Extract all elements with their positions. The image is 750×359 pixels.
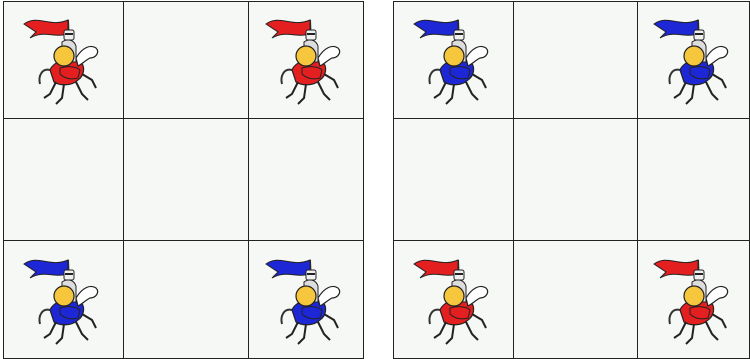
square-left-r3-c3[interactable]: [249, 241, 363, 358]
red-knight-icon[interactable]: [20, 8, 110, 108]
square-right-r1-c3[interactable]: [638, 2, 749, 119]
square-right-r1-c2[interactable]: [514, 2, 638, 119]
square-left-r3-c1[interactable]: [4, 241, 124, 358]
board-right: [393, 1, 750, 359]
red-knight-icon[interactable]: [262, 8, 352, 108]
board-left: [3, 1, 364, 359]
red-knight-icon[interactable]: [650, 248, 740, 348]
red-knight-icon[interactable]: [410, 248, 500, 348]
square-right-r1-c1[interactable]: [394, 2, 514, 119]
square-left-r1-c1[interactable]: [4, 2, 124, 119]
square-left-r2-c1[interactable]: [4, 119, 124, 241]
blue-knight-icon[interactable]: [410, 8, 500, 108]
square-right-r3-c2[interactable]: [514, 241, 638, 358]
square-right-r2-c3[interactable]: [638, 119, 749, 241]
blue-knight-icon[interactable]: [650, 8, 740, 108]
blue-knight-icon[interactable]: [20, 248, 110, 348]
blue-knight-icon[interactable]: [262, 248, 352, 348]
square-left-r2-c3[interactable]: [249, 119, 363, 241]
square-right-r2-c1[interactable]: [394, 119, 514, 241]
square-right-r3-c3[interactable]: [638, 241, 749, 358]
square-right-r3-c1[interactable]: [394, 241, 514, 358]
square-left-r1-c2[interactable]: [124, 2, 249, 119]
square-left-r1-c3[interactable]: [249, 2, 363, 119]
square-left-r3-c2[interactable]: [124, 241, 249, 358]
square-left-r2-c2[interactable]: [124, 119, 249, 241]
square-right-r2-c2[interactable]: [514, 119, 638, 241]
